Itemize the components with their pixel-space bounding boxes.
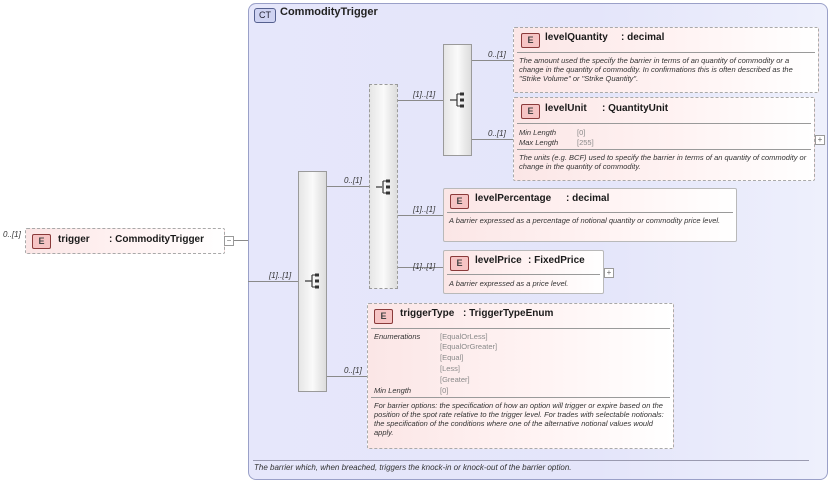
element-levelprice[interactable] <box>443 250 604 294</box>
element-triggertype[interactable] <box>367 303 674 449</box>
choice-icon <box>376 179 390 195</box>
facet-value: [0] <box>577 128 586 137</box>
divider <box>517 149 811 150</box>
element-badge: E <box>521 33 540 48</box>
outer-sequence-compositor[interactable] <box>298 171 327 392</box>
levelunit-cardinality: 0..[1] <box>488 129 506 138</box>
root-element-name: trigger <box>58 234 90 245</box>
element-badge: E <box>374 309 393 324</box>
levelpercentage-cardinality: [1]..[1] <box>413 205 436 214</box>
element-badge: E <box>521 104 540 119</box>
choice-cardinality: 0..[1] <box>344 176 362 185</box>
enum-value: [EqualOrLess] <box>440 332 488 341</box>
element-type: : decimal <box>566 193 610 204</box>
element-type: : QuantityUnit <box>602 103 669 114</box>
divider <box>371 397 670 398</box>
connector-root-to-seq <box>248 281 298 282</box>
element-description: A barrier expressed as a percentage of n… <box>449 216 721 225</box>
enum-value: [Greater] <box>440 375 470 384</box>
connector-inner-to-unit <box>472 139 513 140</box>
levelquantity-cardinality: 0..[1] <box>488 50 506 59</box>
element-description: A barrier expressed as a price level. <box>449 279 569 288</box>
facet-value: [0] <box>440 386 449 395</box>
root-element-trigger[interactable] <box>25 228 225 254</box>
enum-value: [EqualOrGreater] <box>440 342 498 351</box>
facet-label: Min Length <box>519 128 557 137</box>
outer-sequence-cardinality: [1]..[1] <box>269 271 292 280</box>
facet-value: [255] <box>577 138 594 147</box>
element-levelunit[interactable] <box>513 97 815 181</box>
element-name: levelUnit <box>545 103 587 114</box>
divider <box>371 328 670 329</box>
element-type: : decimal <box>621 32 665 43</box>
element-description: The units (e.g. BCF) used to specify the… <box>519 153 807 171</box>
element-type: : FixedPrice <box>528 255 585 266</box>
inner-sequence-cardinality: [1]..[1] <box>413 90 436 99</box>
levelprice-cardinality: [1]..[1] <box>413 262 436 271</box>
triggertype-cardinality: 0..[1] <box>344 366 362 375</box>
complex-type-badge: CT <box>254 8 276 23</box>
divider <box>517 123 811 124</box>
root-element-badge: E <box>32 234 51 249</box>
element-levelpercentage[interactable] <box>443 188 737 242</box>
connector-choice-to-percentage <box>397 215 443 216</box>
connector-seq-to-choice <box>327 186 369 187</box>
expand-icon[interactable]: + <box>815 135 825 145</box>
collapse-icon[interactable]: − <box>224 236 234 246</box>
enum-value: [Less] <box>440 364 461 373</box>
connector-seq-to-triggertype <box>327 376 367 377</box>
divider <box>447 212 733 213</box>
element-levelquantity[interactable] <box>513 27 819 93</box>
connector-root <box>233 240 248 241</box>
facet-label: Enumerations <box>374 332 421 341</box>
complex-type-divider <box>253 460 809 461</box>
element-badge: E <box>450 194 469 209</box>
element-name: levelPercentage <box>475 193 552 204</box>
facet-label: Max Length <box>519 138 559 147</box>
facet-label: Min Length <box>374 386 412 395</box>
divider <box>517 52 815 53</box>
root-element-type: : CommodityTrigger <box>109 234 205 245</box>
connector-choice-to-price <box>397 267 443 268</box>
root-cardinality: 0..[1] <box>3 230 21 239</box>
element-badge: E <box>450 256 469 271</box>
connector-inner-to-quantity <box>472 60 513 61</box>
sequence-icon <box>450 92 464 108</box>
complex-type-name: CommodityTrigger <box>280 6 378 18</box>
element-name: levelPrice <box>475 255 522 266</box>
expand-icon[interactable]: + <box>604 268 614 278</box>
complex-type-description: The barrier which, when breached, trigge… <box>254 463 572 472</box>
connector-choice-to-inner <box>397 100 443 101</box>
element-description: For barrier options: the specification o… <box>374 401 664 437</box>
element-description: The amount used the specify the barrier … <box>519 56 793 83</box>
element-type: : TriggerTypeEnum <box>463 308 554 319</box>
enum-value: [Equal] <box>440 353 464 362</box>
element-name: levelQuantity <box>545 32 608 43</box>
divider <box>447 274 600 275</box>
element-name: triggerType <box>400 308 455 319</box>
sequence-icon <box>305 273 319 289</box>
